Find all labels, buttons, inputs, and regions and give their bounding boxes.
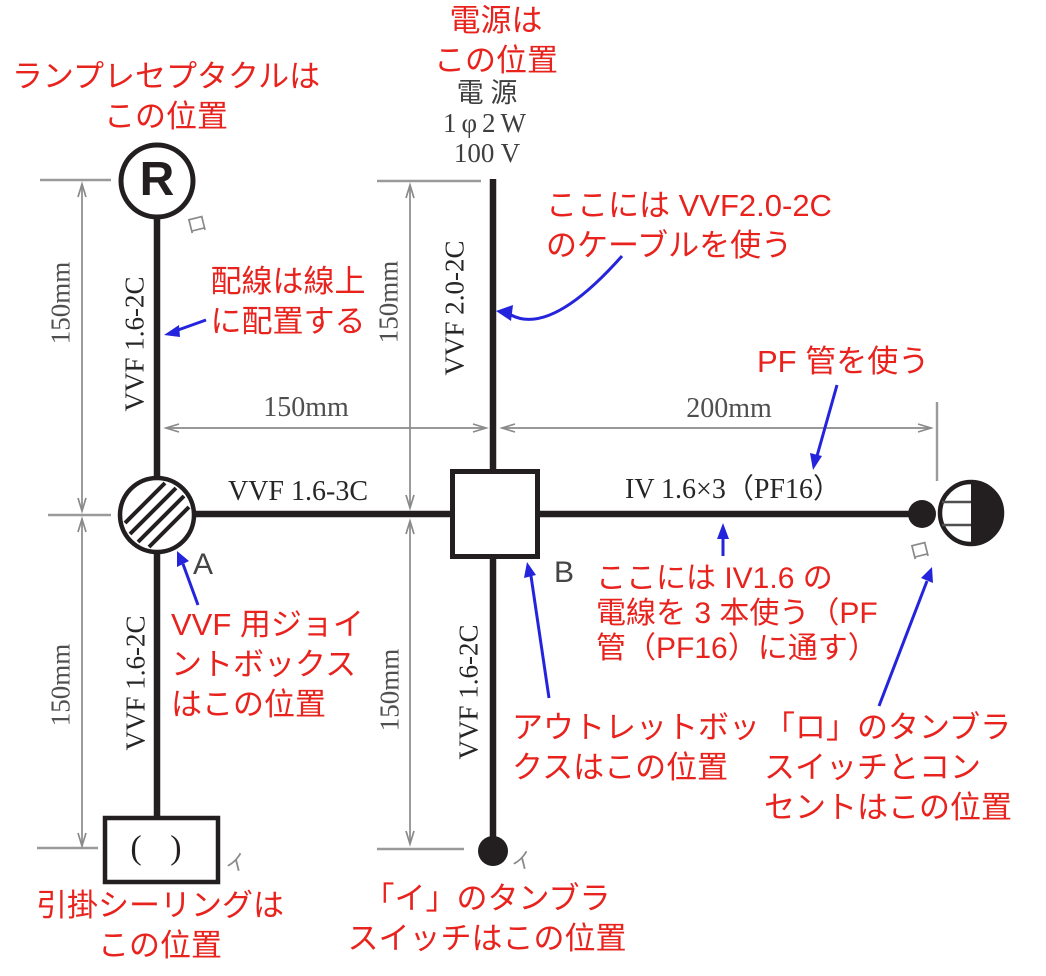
- annotation-ceiling-rosette: 引掛シーリングは この位置: [36, 888, 284, 963]
- extension-ticks: [37, 178, 939, 851]
- annotation-pf-conduit: PF 管を使う: [757, 344, 930, 379]
- annotation-lamp-receptacle: ランプレセプタクルは この位置: [11, 59, 321, 134]
- annotation-ro-switch: 「ロ」のタンブラ スイッチとコン セントはこの位置: [764, 710, 1012, 825]
- dim-label-150mm-horizontal: 150mm: [263, 392, 349, 423]
- annotation-vvf20-cable: ここには VVF2.0-2C のケーブルを使う: [546, 188, 832, 263]
- switch-i-dot: [478, 836, 508, 866]
- dimension-lines: [77, 181, 934, 849]
- arrow-vvf20-cable: [496, 255, 624, 321]
- cable-label-left-lower: VVF 1.6-2C: [120, 615, 151, 751]
- dim-label-center-lower: 150mm: [374, 648, 405, 732]
- cable-label-left-upper: VVF 1.6-2C: [119, 276, 150, 412]
- power-source-voltage: 100 V: [453, 138, 521, 168]
- joint-box-symbol: [117, 475, 197, 555]
- arrow-ro-switch: [877, 567, 933, 707]
- outlet-box-letter: B: [553, 556, 575, 589]
- arrow-joint-box: [177, 551, 200, 606]
- dim-label-left-upper: 150mm: [45, 261, 76, 345]
- outlet-receptacle-symbol: [937, 479, 1005, 547]
- cable-label-middle-horizontal: VVF 1.6-3C: [227, 476, 369, 507]
- arrow-iv-wires: [717, 523, 729, 556]
- cable-label-center-upper: VVF 2.0-2C: [439, 240, 470, 376]
- cable-runs: [153, 179, 910, 840]
- cable-label-center-lower: VVF 1.6-2C: [453, 624, 484, 760]
- annotation-i-switch: 「イ」のタンブラ スイッチはこの位置: [347, 881, 627, 956]
- lamp-receptacle-symbol: [118, 142, 196, 220]
- ceiling-rosette-glyph: ( ): [130, 829, 192, 867]
- annotation-outlet-box: アウトレットボッ クスはこの位置: [512, 710, 760, 785]
- annotation-joint-box: VVF 用ジョイ ントボックス はこの位置: [171, 607, 364, 722]
- ceiling-rosette-symbol: [102, 815, 221, 885]
- arrow-outlet-box: [524, 562, 551, 699]
- dim-label-center-upper: 150mm: [373, 260, 404, 344]
- dim-label-left-lower: 150mm: [45, 643, 76, 727]
- outlet-box-symbol: [450, 469, 540, 559]
- annotation-power-source: 電源は この位置: [434, 3, 558, 78]
- arrow-pf-conduit: [810, 384, 839, 470]
- switch-ro-dot: [908, 500, 936, 528]
- power-source-phase: 1φ2W: [442, 108, 532, 138]
- annotation-iv-wires: ここには IV1.6 の 電線を 3 本使う（PF 管（PF16）に通す）: [596, 562, 878, 665]
- cable-label-right-horizontal: IV 1.6×3（PF16）: [625, 474, 841, 505]
- power-source-title: 電 源: [456, 78, 518, 108]
- joint-box-letter: A: [192, 548, 214, 581]
- arrow-wiring-on-line: [164, 318, 207, 337]
- annotation-wiring-on-line: 配線は線上 に配置する: [210, 264, 366, 339]
- power-source-text: 電 源 1φ2W 100 V: [443, 78, 531, 168]
- dim-label-200mm-horizontal: 200mm: [686, 393, 772, 424]
- pointer-arrows: [164, 255, 933, 707]
- receptacle-letter: R: [139, 153, 175, 207]
